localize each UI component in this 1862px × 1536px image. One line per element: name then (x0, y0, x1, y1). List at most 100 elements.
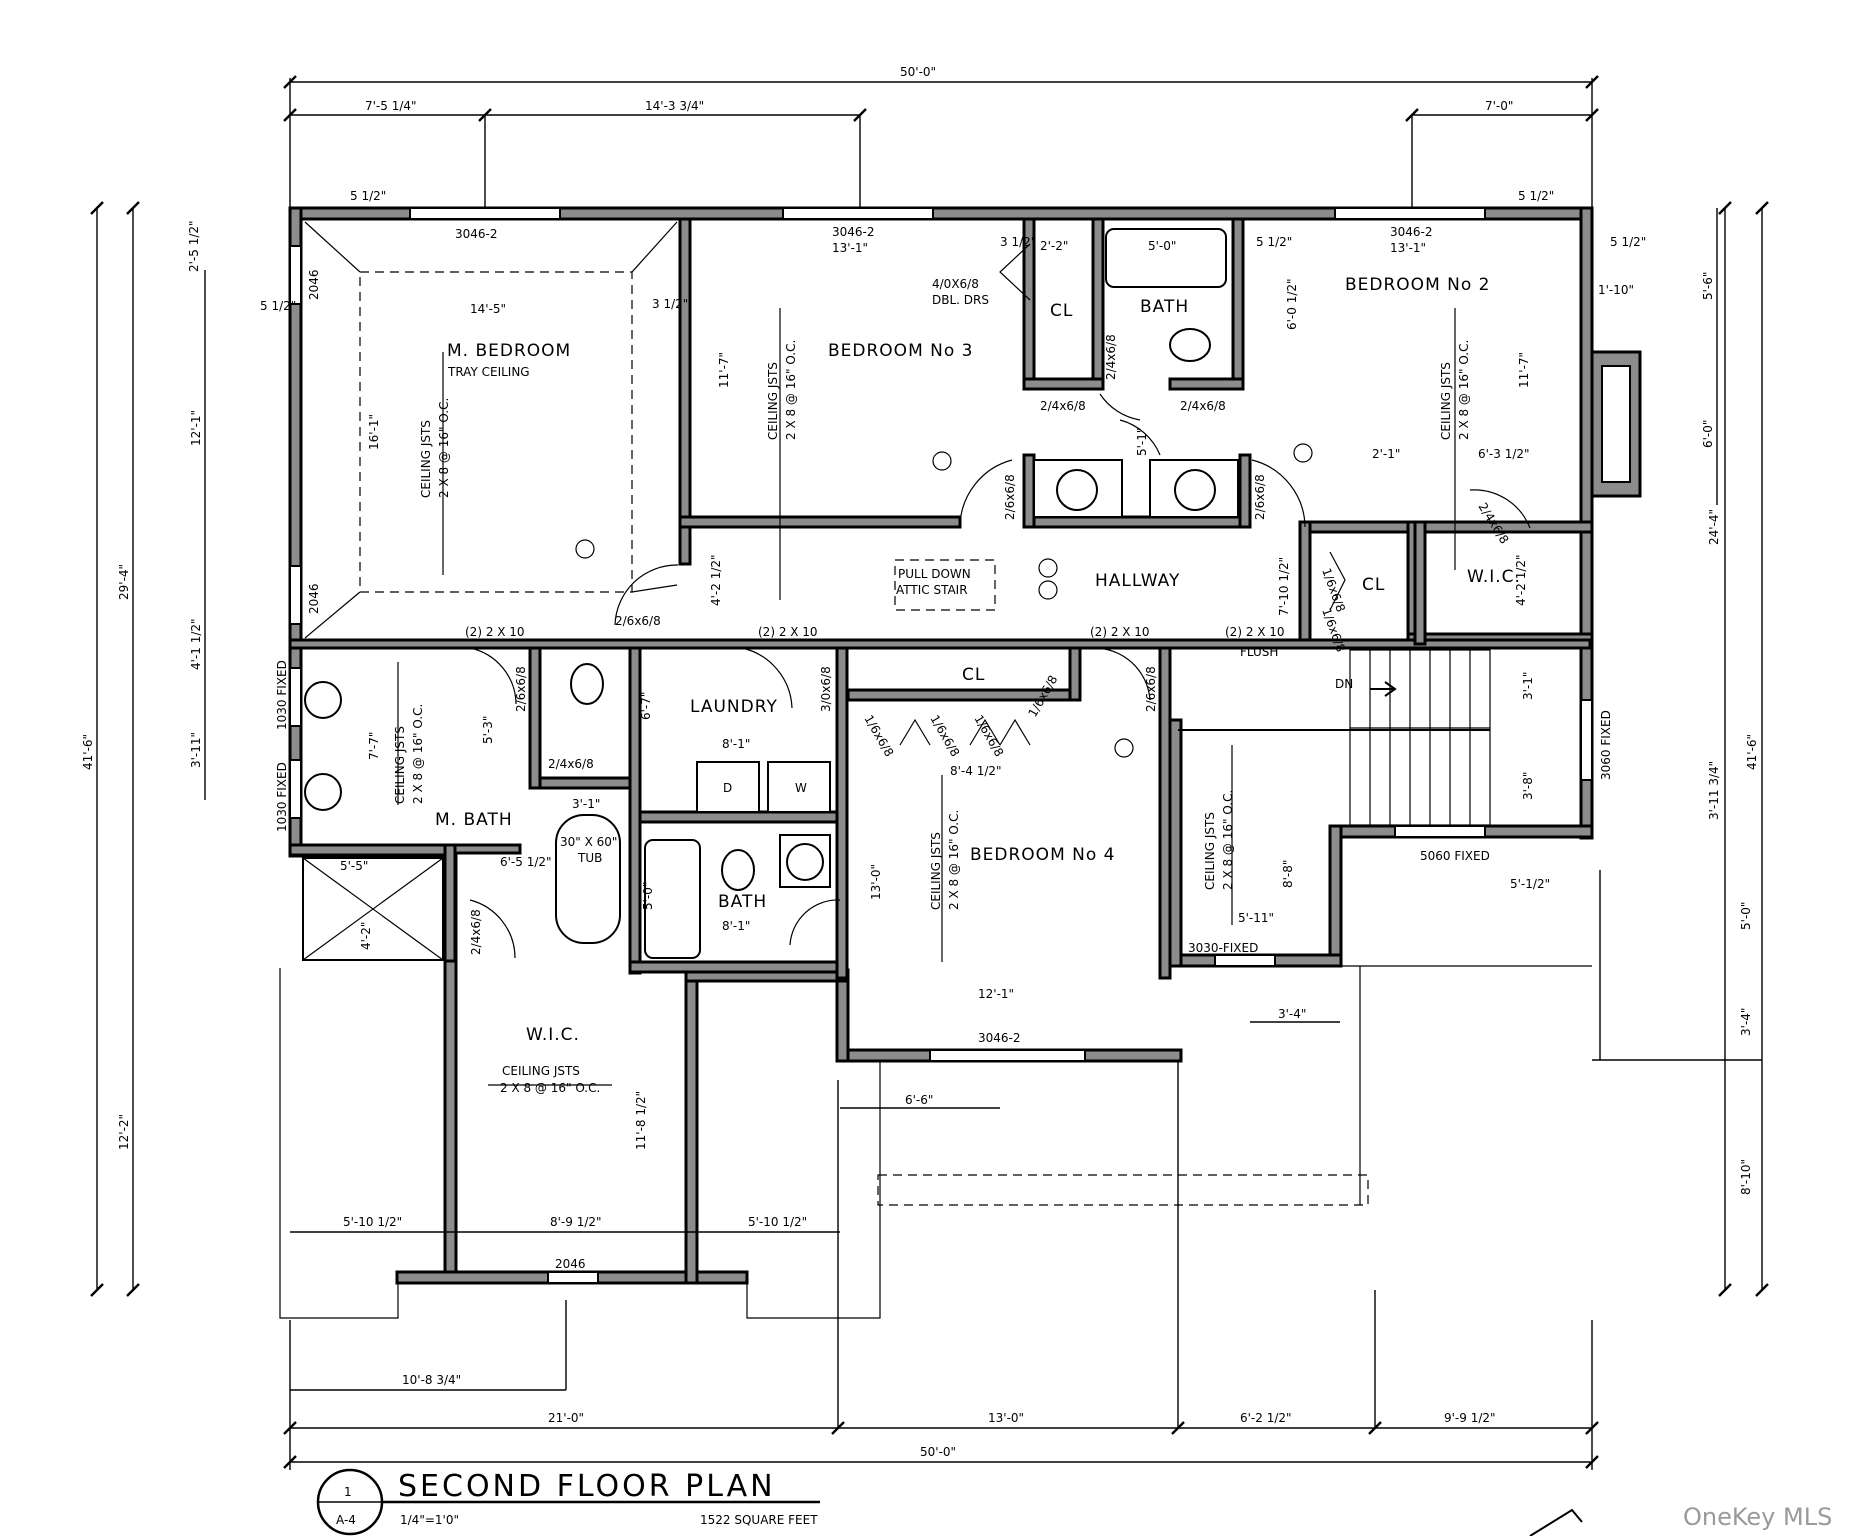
window-2046-a: 2046 (307, 269, 321, 300)
tray-ceiling (304, 221, 678, 639)
joist-mbath-a: CEILING JSTS (393, 726, 407, 804)
interior-walls (288, 217, 1594, 980)
dim-stair-a: 3'-1" (1521, 672, 1535, 700)
window-2046-c: 2046 (555, 1257, 586, 1271)
dim-br2-clear: 1'-10" (1598, 283, 1634, 297)
opening-labels: 3046-2 3046-2 3046-2 3046-2 2046 2046 20… (275, 225, 1613, 1271)
smoke-detectors (575, 443, 1313, 758)
dim-bottom-10-8: 10'-8 3/4" (402, 1373, 461, 1387)
bedroom-2-label: BEDROOM No 2 (1345, 275, 1490, 295)
dim-6-6: 6'-6" (905, 1093, 933, 1107)
dim-stair-b: 3'-8" (1521, 772, 1535, 800)
dim-hall-b: 4'-2 1/2" (709, 554, 723, 606)
joist-br2-b: 2 X 8 @ 16" O.C. (1457, 340, 1471, 440)
washer-label: W (795, 781, 807, 795)
stair-down-label: DN (1335, 677, 1353, 691)
dim-top-total: 50'-0" (900, 65, 936, 79)
dim-bottom-9-9: 9'-9 1/2" (1444, 1411, 1496, 1425)
smoke-detector-icon (575, 539, 595, 559)
dim-right-6-0: 6'-0" (1701, 420, 1715, 448)
joist-stair-a: CEILING JSTS (1203, 812, 1217, 890)
dim-wic-height: 4'-2 1/2" (1514, 554, 1528, 606)
dim-right-8-10: 8'-10" (1739, 1159, 1753, 1195)
bedroom-3-label: BEDROOM No 3 (828, 341, 973, 361)
watermark: OneKey MLS (1683, 1503, 1832, 1531)
dim-half-br2: 5 1/2" (1256, 235, 1292, 249)
dim-shower-width: 5'-5" (340, 859, 368, 873)
dim-bottom-8-9: 8'-9 1/2" (550, 1215, 602, 1229)
joist-br4-b: 2 X 8 @ 16" O.C. (947, 810, 961, 910)
dim-right-5-0: 5'-0" (1739, 902, 1753, 930)
master-bath-label: M. BATH (435, 810, 513, 830)
dim-mbath-c: 6'-5 1/2" (500, 855, 552, 869)
dim-laundry-width: 8'-1" (722, 737, 750, 751)
dim-hall-c: 7'-10 1/2" (1277, 557, 1291, 616)
closet-1-label: CL (1050, 301, 1073, 321)
double-door-size: 4/0X6/8 (932, 277, 979, 291)
dim-half-left: 5 1/2" (260, 299, 296, 313)
window-1030-b: 1030 FIXED (275, 762, 289, 832)
joist-arrows (397, 308, 1456, 1086)
dim-half-right: 5 1/2" (1610, 235, 1646, 249)
window-3030: 3030-FIXED (1188, 941, 1258, 955)
dim-right-24-4: 24'-4" (1707, 509, 1721, 545)
room-labels: M. BEDROOM TRAY CEILING BEDROOM No 3 BED… (435, 275, 1521, 1045)
dim-3-4: 3'-4" (1278, 1007, 1306, 1021)
joist-mb-b: 2 X 8 @ 16" O.C. (437, 398, 451, 498)
dim-left-29-4: 29'-4" (117, 564, 131, 600)
closet-2-label: CL (1362, 575, 1385, 595)
closet-3-label: CL (962, 665, 985, 685)
dim-br2-width: 13'-1" (1390, 241, 1426, 255)
window-3046-b: 3046-2 (832, 225, 875, 239)
door-2-6-d: 2/6x6/8 (514, 666, 528, 712)
dim-stair-e: 5'-1/2" (1510, 877, 1550, 891)
dim-half-top-right: 5 1/2" (1518, 189, 1554, 203)
window-3046-a: 3046-2 (455, 227, 498, 241)
dim-bottom-13-0: 13'-0" (988, 1411, 1024, 1425)
smoke-detector-icon (1293, 443, 1313, 463)
dimension-labels: 50'-0" 7'-5 1/4" 14'-3 3/4" 7'-0" 14'-5"… (81, 65, 1759, 1459)
dim-hall-a: 5'-1" (1135, 428, 1149, 456)
dim-right-5-6: 5'-6" (1701, 272, 1715, 300)
header-2: (2) 2 X 10 (758, 625, 818, 639)
header-1: (2) 2 X 10 (465, 625, 525, 639)
attic-note-2: ATTIC STAIR (896, 583, 968, 597)
dim-mbath-a: 5'-3" (481, 716, 495, 744)
joist-br3-b: 2 X 8 @ 16" O.C. (784, 340, 798, 440)
dim-mb-height: 16'-1" (367, 414, 381, 450)
window-1030-a: 1030 FIXED (275, 660, 289, 730)
smoke-detector-icon (1114, 738, 1134, 758)
door-swings (469, 243, 1531, 959)
dim-mb-width: 14'-5" (470, 302, 506, 316)
smoke-detector-icon (1038, 580, 1058, 600)
dim-wic-height-2: 11'-8 1/2" (634, 1091, 648, 1150)
door-3-0: 3/0x6/8 (819, 666, 833, 712)
dim-6-3: 6'-3 1/2" (1478, 447, 1530, 461)
laundry-label: LAUNDRY (690, 697, 778, 717)
tub-size: 30" X 60" (560, 835, 617, 849)
smoke-detector-icon (932, 451, 952, 471)
plan-title: SECOND FLOOR PLAN (398, 1469, 776, 1504)
dim-top-a: 7'-5 1/4" (365, 99, 417, 113)
sheet-number: A-4 (336, 1513, 356, 1527)
dimension-lines (96, 78, 1763, 1470)
dim-bath2-height: 5'-0" (641, 882, 655, 910)
dim-three-half-mb: 3 1/2" (652, 297, 688, 311)
dim-br4-height: 13'-0" (869, 864, 883, 900)
double-door-note: DBL. DRS (932, 293, 989, 307)
bath-label: BATH (1140, 297, 1189, 317)
dim-stair-c: 8'-8" (1281, 860, 1295, 888)
dim-br4-width: 12'-1" (978, 987, 1014, 1001)
attic-note-1: PULL DOWN (898, 567, 971, 581)
joist-stair-b: 2 X 8 @ 16" O.C. (1221, 790, 1235, 890)
window-5060: 5060 FIXED (1420, 849, 1490, 863)
door-2-6-b: 2/6x6/8 (1253, 474, 1267, 520)
wic-label: W.I.C. (1467, 567, 1521, 587)
header-4: (2) 2 X 10 (1225, 625, 1285, 639)
dim-bottom-5-10-b: 5'-10 1/2" (748, 1215, 807, 1229)
dryer-label: D (723, 781, 732, 795)
dim-br3-width: 13'-1" (832, 241, 868, 255)
wic-2-label: W.I.C. (526, 1025, 580, 1045)
joist-mb-a: CEILING JSTS (419, 420, 433, 498)
